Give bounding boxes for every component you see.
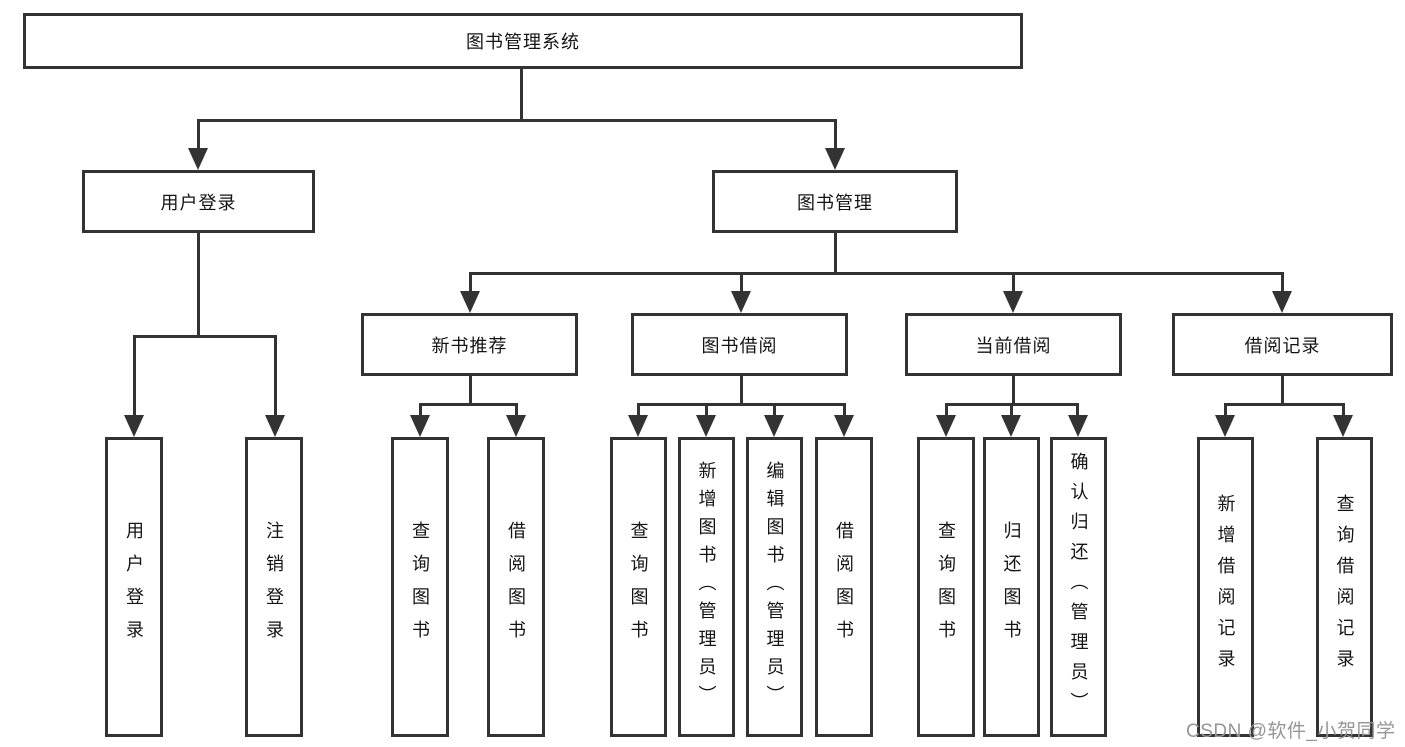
connector-vline <box>740 272 743 293</box>
arrowhead-down-icon <box>1003 291 1023 313</box>
connector-vline <box>197 233 200 335</box>
leaf-query-books-current: 查询图书 <box>917 437 975 737</box>
connector-vline <box>1076 403 1079 419</box>
node-label: 图书管理 <box>797 192 873 213</box>
connector-vline <box>1281 376 1284 403</box>
connector-vline <box>1224 403 1227 419</box>
node-label: 当前借阅 <box>975 335 1052 356</box>
connector-vline <box>515 403 518 419</box>
connector-vline <box>843 403 846 419</box>
leaf-borrow-books-recommend: 借阅图书 <box>487 437 545 737</box>
connector-hline <box>197 119 837 122</box>
node-root-library-system: 图书管理系统 <box>23 13 1023 69</box>
connector-vline <box>469 272 472 293</box>
node-label: 注销登录 <box>264 521 284 653</box>
leaf-edit-book-admin: 编辑图书（管理员） <box>746 437 803 737</box>
connector-vline <box>1010 403 1013 419</box>
node-label: 确认归还（管理员） <box>1068 452 1089 722</box>
arrowhead-down-icon <box>1001 415 1021 437</box>
arrowhead-down-icon <box>1215 415 1235 437</box>
leaf-query-books-recommend: 查询图书 <box>391 437 449 737</box>
node-label: 新增图书（管理员） <box>696 461 717 713</box>
connector-vline <box>637 403 640 419</box>
arrowhead-down-icon <box>410 415 430 437</box>
node-label: 用户登录 <box>160 192 237 213</box>
connector-vline <box>945 403 948 419</box>
node-book-borrowing: 图书借阅 <box>631 313 848 376</box>
node-label: 新书推荐 <box>431 335 508 356</box>
arrowhead-down-icon <box>506 415 526 437</box>
node-book-management: 图书管理 <box>712 170 958 233</box>
node-label: 借阅图书 <box>506 521 526 653</box>
connector-vline <box>1012 272 1015 293</box>
node-label: 查询图书 <box>628 521 649 653</box>
node-current-borrowing: 当前借阅 <box>905 313 1122 376</box>
leaf-query-borrow-record: 查询借阅记录 <box>1316 437 1373 737</box>
node-user-login: 用户登录 <box>82 170 315 233</box>
node-label: 编辑图书（管理员） <box>764 461 785 713</box>
connector-hline <box>419 403 518 406</box>
leaf-query-books-borrowing: 查询图书 <box>610 437 667 737</box>
leaf-user-login: 用户登录 <box>105 437 163 737</box>
connector-vline <box>1012 376 1015 403</box>
connector-vline <box>469 376 472 403</box>
connector-vline <box>834 233 837 272</box>
connector-vline <box>740 376 743 403</box>
leaf-return-book: 归还图书 <box>983 437 1040 737</box>
arrowhead-down-icon <box>1333 415 1353 437</box>
arrowhead-down-icon <box>124 415 144 437</box>
leaf-borrow-books: 借阅图书 <box>815 437 873 737</box>
node-label: 查询图书 <box>410 521 430 653</box>
connector-vline <box>274 335 277 417</box>
node-label: 图书借阅 <box>701 335 778 356</box>
node-label: 查询借阅记录 <box>1334 494 1355 680</box>
watermark-csdn: CSDN @软件_小贺同学 <box>1186 721 1396 742</box>
connector-hline <box>469 272 1284 275</box>
connector-hline <box>133 335 277 338</box>
connector-vline <box>1342 403 1345 419</box>
node-label: 查询图书 <box>936 521 956 653</box>
leaf-confirm-return-admin: 确认归还（管理员） <box>1050 437 1107 737</box>
node-label: 借阅图书 <box>834 521 854 653</box>
connector-vline <box>834 119 837 150</box>
arrowhead-down-icon <box>1272 291 1292 313</box>
connector-vline <box>520 69 523 120</box>
node-new-book-recommend: 新书推荐 <box>361 313 578 376</box>
connector-vline <box>133 335 136 417</box>
arrowhead-down-icon <box>764 415 784 437</box>
arrowhead-down-icon <box>460 291 480 313</box>
arrowhead-down-icon <box>936 415 956 437</box>
node-label: 新增借阅记录 <box>1215 494 1236 680</box>
arrowhead-down-icon <box>188 148 208 170</box>
arrowhead-down-icon <box>696 415 716 437</box>
connector-vline <box>705 403 708 419</box>
arrowhead-down-icon <box>825 148 845 170</box>
node-label: 归还图书 <box>1001 521 1022 653</box>
leaf-add-book-admin: 新增图书（管理员） <box>678 437 735 737</box>
node-label: 用户登录 <box>124 521 144 653</box>
node-label: 图书管理系统 <box>466 32 580 52</box>
arrowhead-down-icon <box>731 291 751 313</box>
arrowhead-down-icon <box>1068 415 1088 437</box>
connector-vline <box>1281 272 1284 293</box>
connector-hline <box>1224 403 1345 406</box>
node-borrowing-records: 借阅记录 <box>1172 313 1393 376</box>
connector-vline <box>419 403 422 419</box>
arrowhead-down-icon <box>834 415 854 437</box>
leaf-add-borrow-record: 新增借阅记录 <box>1197 437 1254 737</box>
arrowhead-down-icon <box>265 415 285 437</box>
node-label: 借阅记录 <box>1244 335 1321 356</box>
arrowhead-down-icon <box>628 415 648 437</box>
connector-vline <box>773 403 776 419</box>
connector-vline <box>197 119 200 150</box>
leaf-logout: 注销登录 <box>245 437 303 737</box>
connector-hline <box>637 403 846 406</box>
